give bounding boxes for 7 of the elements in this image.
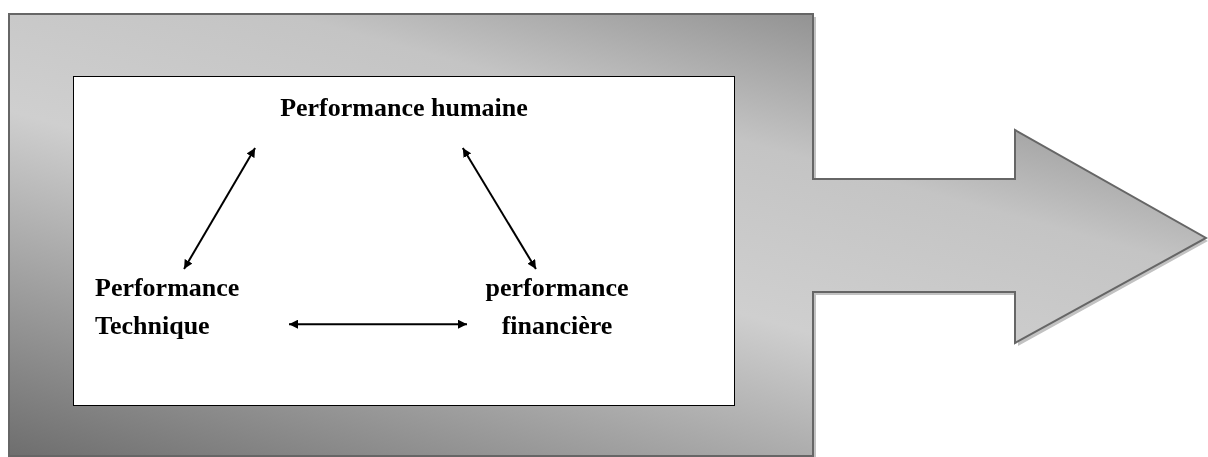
node-label: Performance Technique bbox=[95, 269, 289, 349]
double-arrow bbox=[461, 147, 537, 270]
double-arrow bbox=[183, 147, 257, 270]
node-label: Performance humaine bbox=[234, 89, 574, 148]
node-label: performance financière bbox=[467, 269, 647, 349]
double-arrow bbox=[288, 319, 468, 329]
panel bbox=[73, 76, 735, 406]
